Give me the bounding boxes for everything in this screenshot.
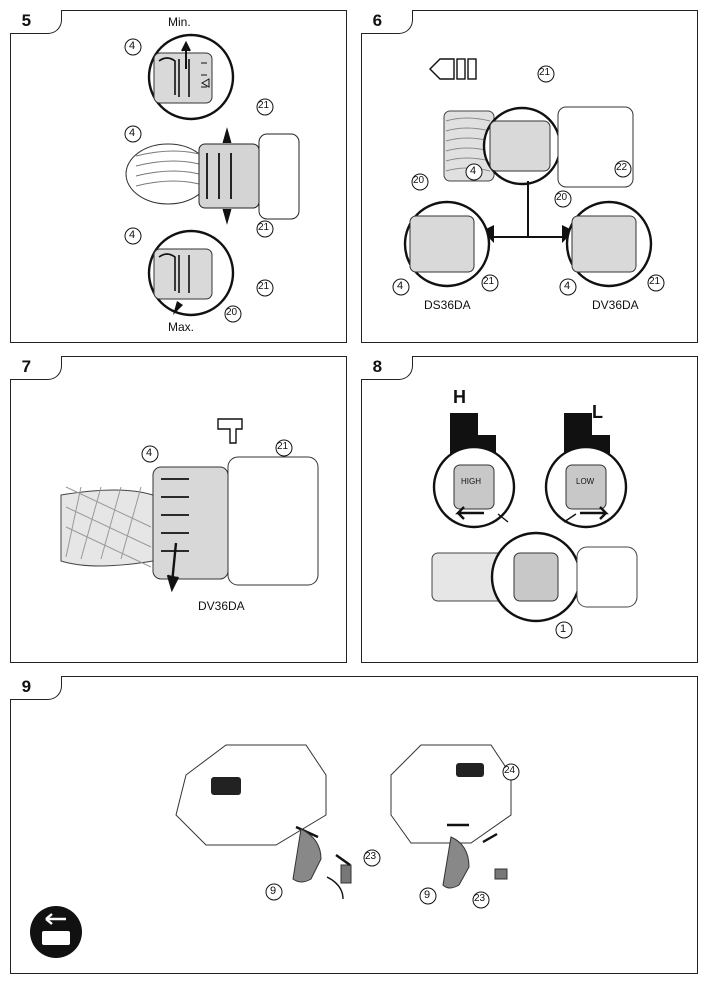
caption-dv36da: DV36DA bbox=[198, 599, 245, 613]
callout-21: 21 bbox=[483, 276, 495, 287]
high-speed-letter: H bbox=[453, 387, 466, 407]
min-label: Min. bbox=[168, 15, 191, 29]
callout-21c: 21 bbox=[258, 281, 270, 292]
callout-4: 4 bbox=[397, 280, 404, 292]
callout-21: 21 bbox=[539, 67, 551, 78]
callout-9: 9 bbox=[424, 889, 431, 901]
mode-selection-illustration bbox=[392, 58, 665, 296]
callout-4b: 4 bbox=[129, 127, 136, 139]
caption-dv36da: DV36DA bbox=[592, 298, 639, 312]
figure-panel-7: 7 DV36DA 4 21 bbox=[9, 355, 347, 663]
figure-number: 5 bbox=[9, 9, 62, 34]
callout-9: 9 bbox=[270, 885, 277, 897]
speed-switch-illustration bbox=[431, 413, 638, 639]
hammer-mode-icon bbox=[217, 418, 243, 444]
figure-panel-8: 8 H L HIGH LOW 1 bbox=[360, 355, 698, 663]
callout-20: 20 bbox=[226, 307, 238, 318]
figure-panel-9: 9 24 23 9 9 23 bbox=[9, 675, 698, 974]
callout-4: 4 bbox=[564, 280, 571, 292]
low-speed-letter: L bbox=[592, 402, 603, 422]
callout-21: 21 bbox=[277, 441, 289, 452]
callout-4: 4 bbox=[470, 165, 477, 177]
callout-23: 23 bbox=[365, 851, 377, 862]
callout-1: 1 bbox=[560, 623, 567, 635]
callout-21a: 21 bbox=[258, 100, 270, 111]
callout-21: 21 bbox=[649, 276, 661, 287]
callout-24: 24 bbox=[504, 765, 516, 776]
callout-23: 23 bbox=[474, 893, 486, 904]
callout-20: 20 bbox=[413, 175, 425, 186]
callout bbox=[124, 38, 274, 323]
switch-high-label: HIGH bbox=[461, 477, 481, 486]
switch-low-label: LOW bbox=[576, 477, 595, 486]
remove-from-tool-icon bbox=[30, 906, 82, 958]
hammer-drill-mode-icon bbox=[429, 58, 477, 80]
figure-number: 7 bbox=[9, 355, 62, 380]
callout-4c: 4 bbox=[129, 229, 136, 241]
hook-attachment-illustration bbox=[30, 744, 520, 958]
figure-number: 6 bbox=[360, 9, 413, 34]
callout-4: 4 bbox=[146, 447, 153, 459]
max-label: Max. bbox=[168, 320, 195, 334]
figure-panel-5: 5 Min. Max. 4 21 4 21 4 21 20 bbox=[9, 9, 347, 343]
figure-number: 9 bbox=[9, 675, 62, 700]
figure-panel-6: 6 DS36DA DV36DA 21 4 20 4 21 22 20 4 21 bbox=[360, 9, 698, 343]
callout-20: 20 bbox=[556, 192, 568, 203]
callout-21b: 21 bbox=[258, 222, 270, 233]
figure-number: 8 bbox=[360, 355, 413, 380]
caption-ds36da: DS36DA bbox=[424, 298, 471, 312]
chuck-clutch-illustration bbox=[124, 33, 300, 323]
callout-4a: 4 bbox=[129, 40, 136, 52]
callout-22: 22 bbox=[616, 162, 628, 173]
drill-mode-illustration bbox=[60, 418, 319, 593]
